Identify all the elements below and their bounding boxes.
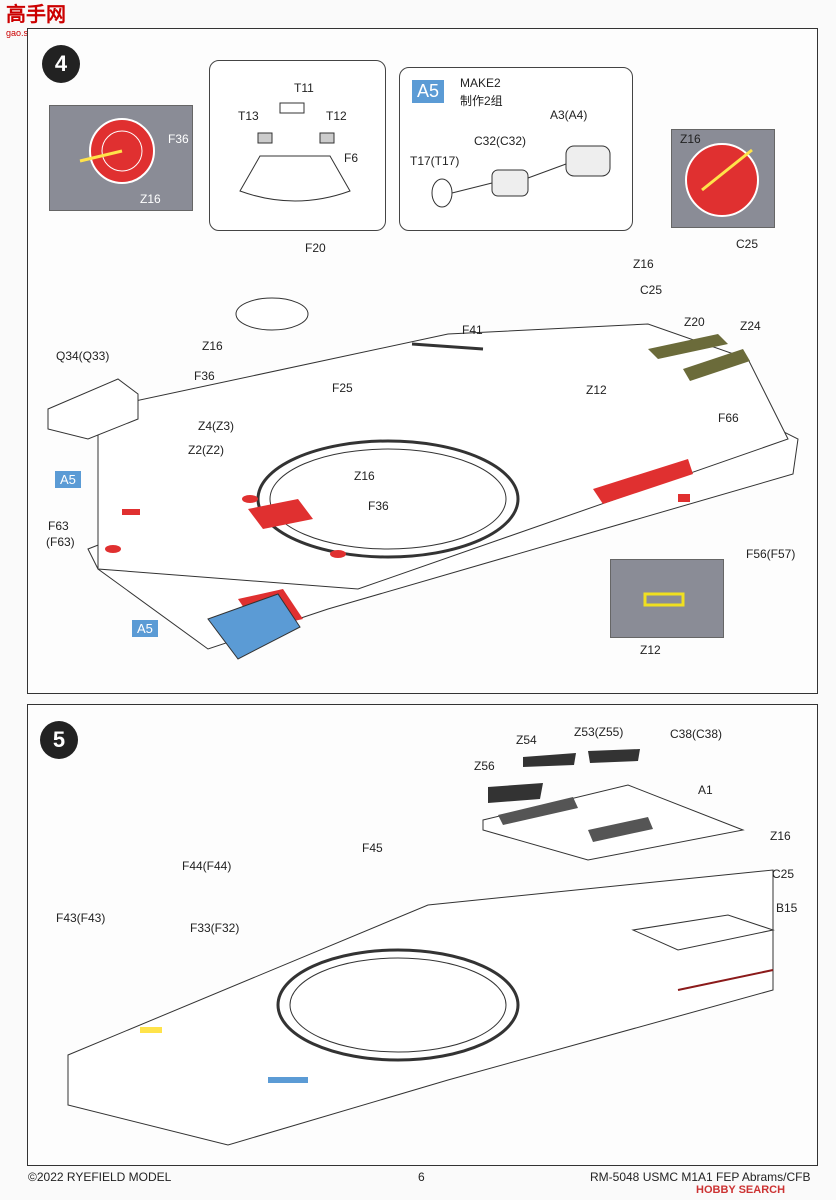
footer-copyright: ©2022 RYEFIELD MODEL xyxy=(28,1170,172,1184)
label-f44: F44(F44) xyxy=(182,859,232,873)
label-t11: T11 xyxy=(294,81,314,95)
label-z4: Z4(Z3) xyxy=(198,419,234,433)
label-z53: Z53(Z55) xyxy=(574,725,624,739)
label-c38: C38(C38) xyxy=(670,727,723,741)
label-a3: A3(A4) xyxy=(550,108,588,122)
label-z2: Z2(Z2) xyxy=(188,443,224,457)
step5-hull-drawing xyxy=(67,749,775,1146)
inset-photo-right: Z16 xyxy=(671,129,775,228)
label-f20: F20 xyxy=(305,241,326,255)
label-f36-b: F36 xyxy=(368,499,389,513)
inset-photo-left: F36 Z16 xyxy=(49,105,193,211)
label-z54: Z54 xyxy=(516,733,537,747)
label-z16-a: Z16 xyxy=(633,257,654,271)
label-z16: Z16 xyxy=(770,829,791,843)
label-f45: F45 xyxy=(362,841,383,855)
label-z16: Z16 xyxy=(140,192,161,206)
step5-number: 5 xyxy=(40,721,78,759)
label-b15: B15 xyxy=(776,901,798,915)
label-z16-b: Z16 xyxy=(202,339,223,353)
label-t17: T17(T17) xyxy=(410,154,460,168)
label-f36-a: F36 xyxy=(194,369,215,383)
label-q34: Q34(Q33) xyxy=(56,349,110,363)
label-c25-right: C25 xyxy=(736,237,759,251)
inset-t-parts: T11 T13 T12 F6 xyxy=(209,60,386,231)
label-z16-right: Z16 xyxy=(680,132,701,146)
label-z12: Z12 xyxy=(586,383,607,397)
label-a1: A1 xyxy=(698,783,713,797)
make2-label-cn: 制作2组 xyxy=(460,94,503,108)
label-f36: F36 xyxy=(168,132,189,146)
footer-page: 6 xyxy=(418,1170,425,1184)
a5-tag: A5 xyxy=(412,80,445,103)
label-f56: F56(F57) xyxy=(746,547,796,561)
label-f25: F25 xyxy=(332,381,353,395)
label-z24: Z24 xyxy=(740,319,761,333)
a5-parts-illustration xyxy=(431,145,611,208)
footer-brand: HOBBY SEARCH xyxy=(696,1184,786,1196)
label-t12: T12 xyxy=(326,109,347,123)
footer-product: RM-5048 USMC M1A1 FEP Abrams/CFB xyxy=(590,1170,811,1184)
label-f6: F6 xyxy=(344,151,359,165)
inset-a5-assembly: A5 MAKE2 制作2组 A3(A4) C32(C32) T17(T17) xyxy=(399,67,633,231)
step4-panel: 4 F36 Z16 T11 T13 T12 F6 A5 MAKE2 制作2组 A… xyxy=(27,28,818,694)
label-z20: Z20 xyxy=(684,315,705,329)
hatch-red-illustration-right xyxy=(685,143,759,217)
label-f63-alt: (F63) xyxy=(46,535,75,549)
make2-label: MAKE2 xyxy=(460,76,501,90)
a5-tag-bottom: A5 xyxy=(132,620,158,637)
label-z56: Z56 xyxy=(474,759,495,773)
label-c25: C25 xyxy=(640,283,663,297)
a5-tag-left: A5 xyxy=(55,471,81,488)
t-parts-illustration xyxy=(239,102,351,202)
label-z12-photo: Z12 xyxy=(640,643,661,657)
step4-number: 4 xyxy=(42,45,80,83)
watermark-title: 高手网 xyxy=(6,4,66,26)
label-f33: F33(F32) xyxy=(190,921,240,935)
step5-panel: 5 Z54 Z53(Z55) C38(C38) Z56 A1 Z16 C25 B… xyxy=(27,704,818,1166)
label-z16-c: Z16 xyxy=(354,469,375,483)
label-f66: F66 xyxy=(718,411,739,425)
label-c32: C32(C32) xyxy=(474,134,527,148)
label-f63: F63 xyxy=(48,519,69,533)
label-t13: T13 xyxy=(238,109,259,123)
label-f43: F43(F43) xyxy=(56,911,106,925)
hatch-red-illustration xyxy=(79,118,155,184)
z12-highlight xyxy=(643,592,685,607)
label-f41: F41 xyxy=(462,323,483,337)
step4-hull-drawing xyxy=(47,297,799,660)
label-c25: C25 xyxy=(772,867,795,881)
inset-photo-z12 xyxy=(610,559,724,638)
